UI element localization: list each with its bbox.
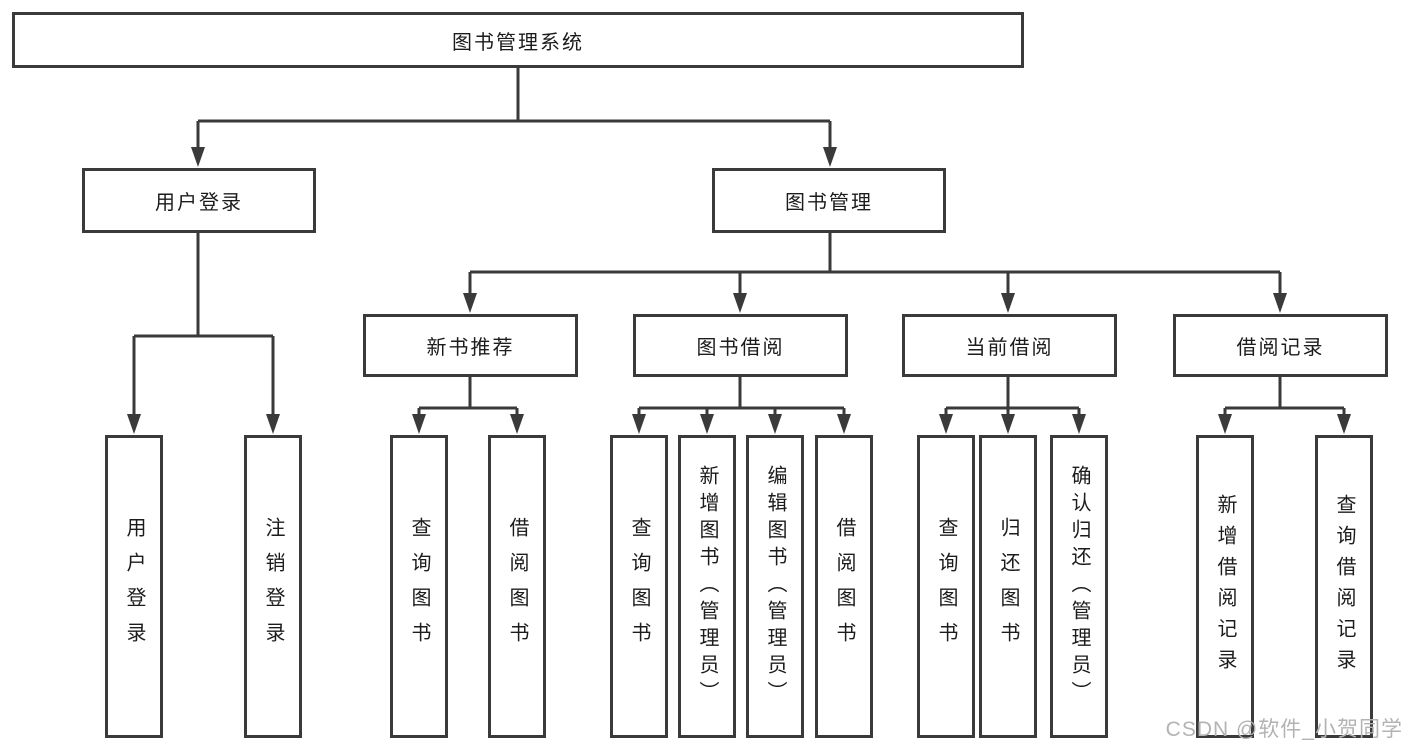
node-user-login: 用户登录 bbox=[82, 168, 316, 233]
node-label: 查询图书 bbox=[628, 516, 650, 657]
node-label: 借阅记录 bbox=[1236, 337, 1325, 359]
node-borrowing-records: 借阅记录 bbox=[1173, 314, 1388, 377]
node-label: 确认归还（管理员） bbox=[1068, 465, 1090, 708]
node-label: 查询图书 bbox=[408, 516, 430, 657]
leaf-logout: 注销登录 bbox=[244, 435, 302, 738]
node-label: 借阅图书 bbox=[506, 516, 528, 657]
node-label: 图书管理系统 bbox=[452, 31, 584, 54]
leaf-query-books-current: 查询图书 bbox=[917, 435, 975, 738]
node-label: 借阅图书 bbox=[833, 516, 855, 657]
node-label: 新书推荐 bbox=[426, 337, 515, 359]
node-book-borrowing: 图书借阅 bbox=[633, 314, 848, 377]
node-label: 注销登录 bbox=[262, 516, 284, 657]
node-new-book-recommendation: 新书推荐 bbox=[363, 314, 578, 377]
node-label: 用户登录 bbox=[123, 516, 145, 657]
node-label: 归还图书 bbox=[997, 516, 1019, 657]
node-label: 用户登录 bbox=[155, 192, 243, 214]
leaf-query-books-recommend: 查询图书 bbox=[390, 435, 448, 738]
leaf-return-books: 归还图书 bbox=[979, 435, 1037, 738]
leaf-user-login: 用户登录 bbox=[105, 435, 163, 738]
node-label: 新增借阅记录 bbox=[1214, 493, 1236, 680]
node-label: 查询图书 bbox=[935, 516, 957, 657]
node-label: 新增图书（管理员） bbox=[696, 465, 718, 708]
node-label: 图书管理 bbox=[785, 192, 873, 214]
node-library-management-system: 图书管理系统 bbox=[12, 12, 1024, 68]
watermark: CSDN @软件_小贺同学 bbox=[1165, 718, 1403, 741]
leaf-borrow-books-borrowing: 借阅图书 bbox=[815, 435, 873, 738]
leaf-borrow-books-recommend: 借阅图书 bbox=[488, 435, 546, 738]
leaf-query-borrow-record: 查询借阅记录 bbox=[1315, 435, 1373, 738]
leaf-add-book-admin: 新增图书（管理员） bbox=[678, 435, 736, 738]
arrowheads bbox=[127, 147, 1351, 434]
node-current-borrowing: 当前借阅 bbox=[902, 314, 1117, 377]
node-book-management: 图书管理 bbox=[712, 168, 946, 233]
leaf-query-books-borrowing: 查询图书 bbox=[610, 435, 668, 738]
node-label: 编辑图书（管理员） bbox=[764, 465, 786, 708]
leaf-add-borrow-record: 新增借阅记录 bbox=[1196, 435, 1254, 738]
node-label: 图书借阅 bbox=[696, 337, 785, 359]
node-label: 当前借阅 bbox=[965, 337, 1054, 359]
leaf-edit-book-admin: 编辑图书（管理员） bbox=[746, 435, 804, 738]
leaf-confirm-return-admin: 确认归还（管理员） bbox=[1050, 435, 1108, 738]
node-label: 查询借阅记录 bbox=[1333, 493, 1355, 680]
